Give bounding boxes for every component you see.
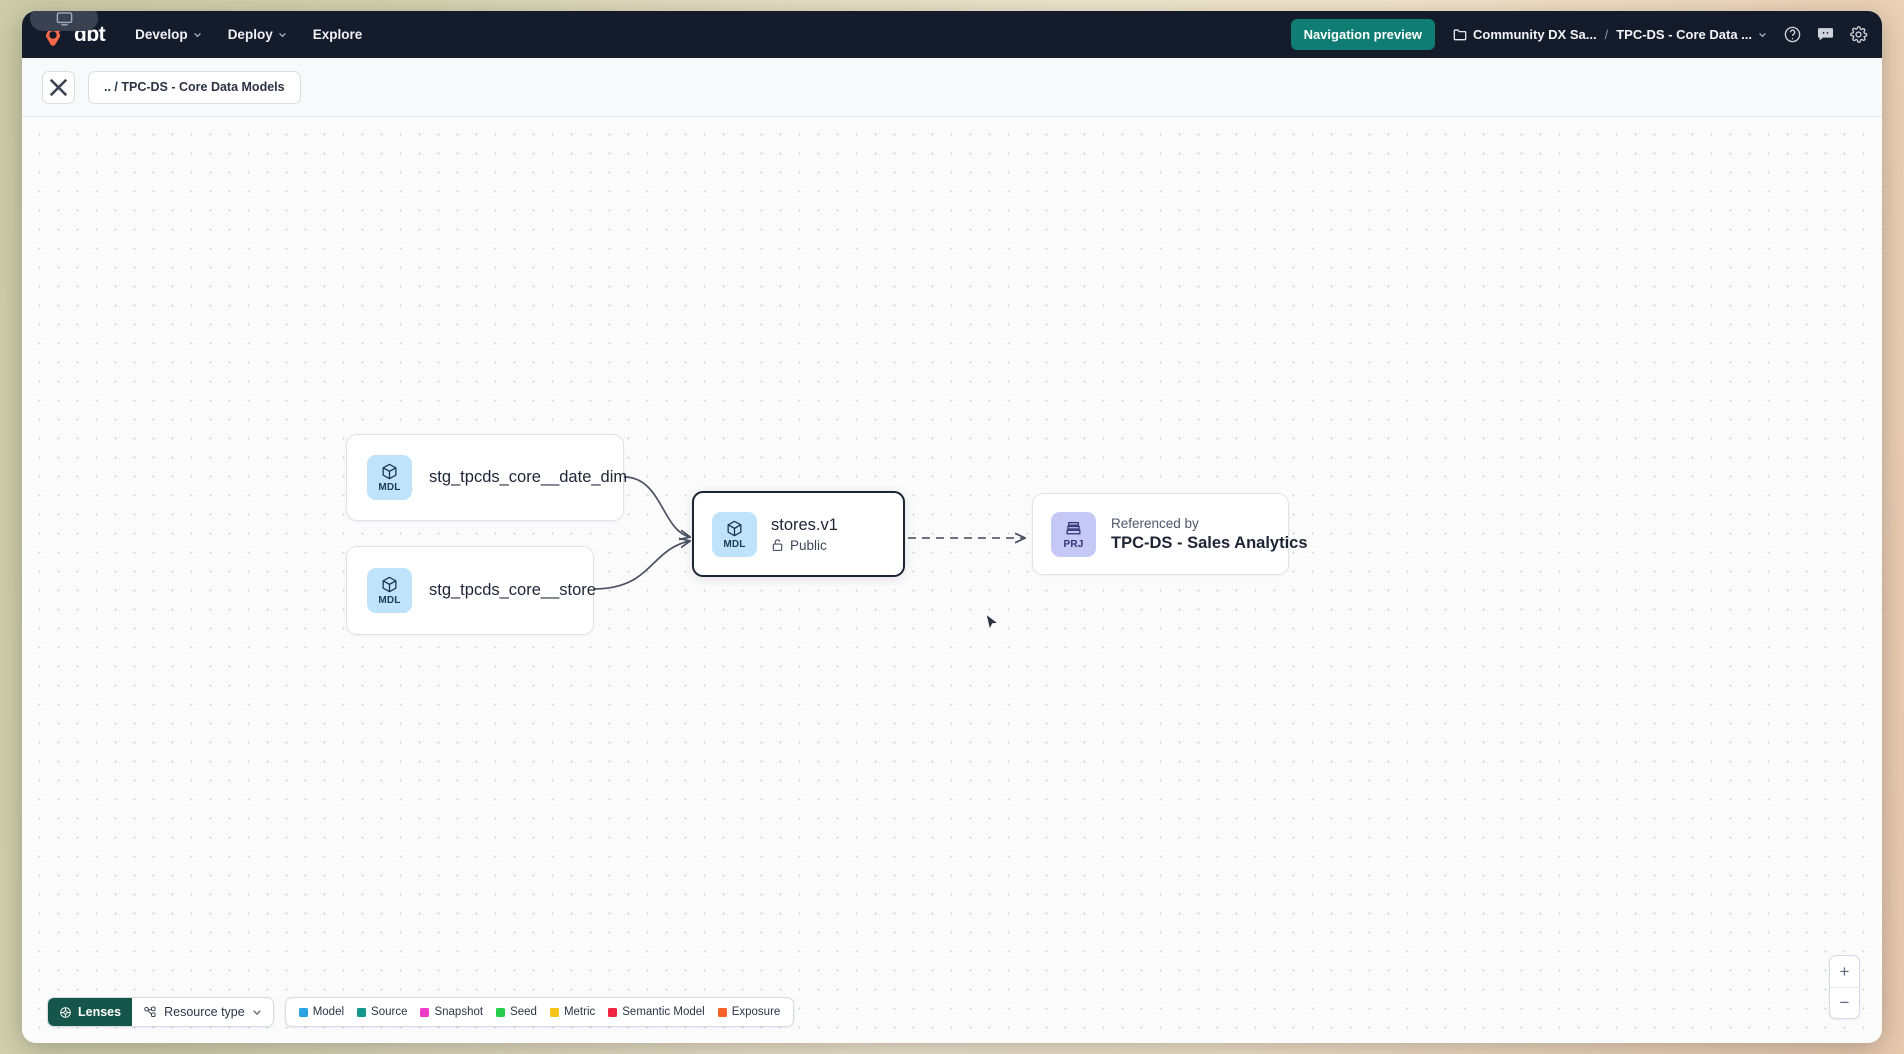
legend-label-model: Model (312, 1006, 345, 1018)
navigation-preview-button[interactable]: Navigation preview (1290, 19, 1436, 50)
legend-label-seed: Seed (510, 1006, 537, 1018)
project-breadcrumb-pill[interactable]: .. / TPC-DS - Core Data Models (88, 70, 301, 104)
nav-link-explore-label: Explore (312, 27, 363, 42)
folder-icon (1453, 29, 1467, 41)
legend-item-snapshot: Snapshot (420, 1006, 483, 1018)
legend-swatch-seed (496, 1007, 506, 1017)
node-badge-model: MDL (367, 568, 412, 613)
nav-link-deploy[interactable]: Deploy (228, 27, 287, 42)
feedback-icon[interactable] (1816, 25, 1835, 44)
node-badge-label: MDL (378, 595, 401, 606)
help-circle-icon[interactable] (1783, 25, 1802, 44)
top-navigation-bar: dbt Develop Deploy Explore Navigation pr… (22, 11, 1882, 58)
node-kicker: Referenced by (1111, 515, 1199, 531)
legend-swatch-snapshot (420, 1007, 430, 1017)
node-title: stores.v1 (771, 515, 838, 534)
lineage-node-stores-v1[interactable]: MDL stores.v1 Public (692, 491, 905, 577)
node-access-label: Public (790, 537, 827, 553)
lens-control-group: Lenses Resource type (47, 997, 274, 1027)
legend-label-snapshot: Snapshot (434, 1006, 484, 1018)
zoom-controls: + − (1829, 955, 1860, 1019)
node-badge-label: MDL (378, 482, 401, 493)
resource-type-label: Resource type (164, 1005, 245, 1019)
legend-item-semantic-model: Semantic Model (608, 1006, 705, 1018)
node-body: stg_tpcds_core__date_dim (429, 468, 628, 487)
close-lineage-button[interactable] (42, 70, 75, 104)
lens-icon (60, 1006, 71, 1018)
unlock-icon (772, 539, 783, 552)
lineage-node-stg-tpcds-core-date-dim[interactable]: MDL stg_tpcds_core__date_dim (346, 434, 628, 521)
cube-icon (727, 520, 742, 536)
node-badge-model: MDL (712, 511, 757, 557)
legend-label-metric: Metric (563, 1006, 596, 1018)
legend-item-model: Model (298, 1006, 345, 1018)
layers-icon (1066, 521, 1081, 534)
node-badge-model: MDL (367, 455, 412, 500)
breadcrumb-project[interactable]: TPC-DS - Core Data ... (1616, 27, 1767, 42)
node-badge-label: MDL (723, 538, 746, 550)
lineage-edges (593, 476, 1882, 590)
legend-item-exposure: Exposure (717, 1006, 781, 1018)
chevron-down-icon (1759, 32, 1766, 38)
legend-label-semantic-model: Semantic Model (622, 1006, 705, 1018)
node-badge-label: PRJ (1063, 538, 1084, 550)
legend-swatch-metric (549, 1007, 559, 1017)
account-breadcrumb: Community DX Sa... / TPC-DS - Core Data … (1453, 27, 1767, 42)
screen-capture-icon (56, 11, 72, 26)
window-capture-tab[interactable] (30, 11, 98, 31)
legend-label-source: Source (371, 1006, 408, 1018)
lenses-button[interactable]: Lenses (48, 998, 133, 1026)
node-title: TPC-DS - Sales Analytics (1111, 533, 1308, 552)
close-icon (49, 78, 68, 96)
breadcrumb-project-label: TPC-DS - Core Data ... (1616, 27, 1752, 42)
legend-swatch-semantic-model (608, 1007, 618, 1017)
legend-swatch-model (298, 1007, 308, 1017)
nav-link-develop-label: Develop (135, 27, 188, 42)
nav-link-explore[interactable]: Explore (313, 27, 363, 42)
node-title: stg_tpcds_core__store (429, 581, 596, 599)
resource-type-button[interactable]: Resource type (132, 998, 273, 1026)
legend-swatch-exposure (717, 1007, 727, 1017)
node-badge-project: PRJ (1051, 511, 1096, 557)
browser-window: dbt Develop Deploy Explore Navigation pr… (22, 11, 1882, 1043)
legend-swatch-source (357, 1007, 367, 1017)
cube-icon (382, 576, 397, 593)
header-icon-group (1783, 25, 1868, 44)
legend-item-source: Source (357, 1006, 407, 1018)
lineage-toolbar: .. / TPC-DS - Core Data Models (22, 58, 1882, 157)
legend-item-metric: Metric (549, 1006, 596, 1018)
edge-date-dim-to-stores (623, 476, 690, 537)
node-body: stg_tpcds_core__store (429, 581, 596, 600)
primary-nav-links: Develop Deploy Explore (135, 27, 362, 42)
canvas-bottom-bar: Lenses Resource type Model (47, 997, 795, 1027)
node-access-row: Public (771, 538, 838, 553)
edge-store-to-stores (593, 541, 690, 590)
legend-item-seed: Seed (496, 1006, 537, 1018)
lineage-node-stg-tpcds-core-store[interactable]: MDL stg_tpcds_core__store (346, 546, 596, 635)
chevron-down-icon (193, 32, 201, 38)
node-title: stg_tpcds_core__date_dim (429, 468, 628, 486)
lineage-node-tpc-ds-sales-analytics[interactable]: PRJ Referenced by TPC-DS - Sales Analyti… (1032, 493, 1308, 575)
cube-icon (382, 463, 397, 480)
legend-label-exposure: Exposure (731, 1006, 781, 1018)
chevron-down-icon (278, 32, 286, 38)
chevron-down-icon (252, 1010, 261, 1015)
lenses-label: Lenses (78, 1005, 122, 1019)
node-body: Referenced by TPC-DS - Sales Analytics (1111, 515, 1308, 553)
nav-link-develop[interactable]: Develop (135, 27, 202, 42)
nav-link-deploy-label: Deploy (227, 27, 273, 42)
breadcrumb-separator: / (1604, 27, 1609, 42)
zoom-in-button[interactable]: + (1839, 961, 1850, 981)
zoom-out-button[interactable]: − (1830, 987, 1859, 1018)
breadcrumb-account-label: Community DX Sa... (1473, 27, 1597, 42)
nodes-icon (144, 1006, 156, 1017)
resource-type-legend: Model Source Snapshot Seed Metric (284, 997, 795, 1027)
breadcrumb-account[interactable]: Community DX Sa... (1453, 27, 1597, 42)
node-body: stores.v1 Public (771, 516, 838, 553)
lineage-canvas[interactable]: MDL stg_tpcds_core__date_dim MDL stg_tpc… (22, 117, 1882, 1043)
settings-gear-icon[interactable] (1849, 25, 1868, 44)
